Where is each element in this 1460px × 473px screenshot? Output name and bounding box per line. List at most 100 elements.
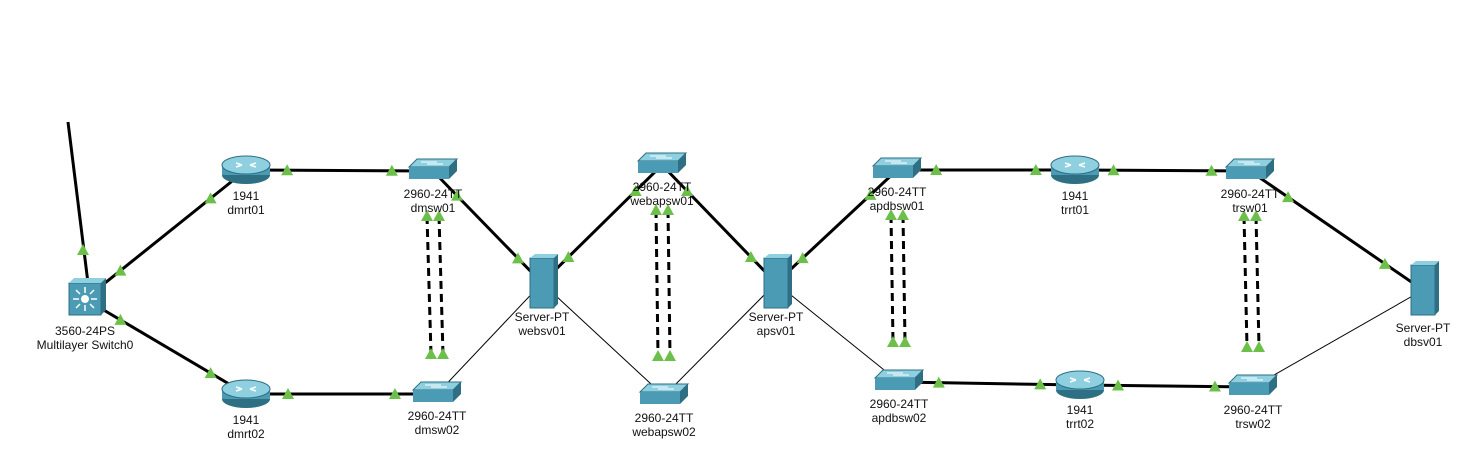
- device-websv01[interactable]: [529, 254, 558, 309]
- device-name-label: dmrt02: [227, 427, 265, 441]
- link-dmsw01-websv01: [431, 169, 544, 285]
- switch-icon: [1224, 158, 1276, 179]
- device-model-label: 2960-24TT: [632, 180, 692, 194]
- port-indicator-apdbsw02: [899, 336, 911, 347]
- port-indicator-apsv01: [796, 252, 809, 264]
- port-indicator-webapsw01: [629, 184, 642, 196]
- multilayer-switch-icon: [68, 278, 106, 316]
- dashed-link-apdbsw01-apdbsw02-1: [889, 214, 895, 343]
- port-indicator-dmrt01: [281, 164, 294, 176]
- device-name-label: trrt01: [1060, 203, 1090, 217]
- port-indicator-dmsw01: [433, 210, 445, 221]
- device-mls0[interactable]: [68, 278, 106, 316]
- switch-icon: [636, 152, 688, 173]
- port-indicator-apdbsw02: [887, 336, 899, 347]
- port-indicator-mls0-uplink: [77, 244, 89, 255]
- device-name-label: dmrt01: [227, 203, 265, 217]
- device-webapsw02[interactable]: [638, 383, 690, 404]
- port-indicator-dmsw01: [385, 164, 398, 176]
- link-dmrt01-dmsw01: [245, 168, 434, 173]
- device-dmrt02[interactable]: [221, 379, 271, 408]
- link-apdbsw02-trrt02: [898, 380, 1081, 387]
- dashed-link-webapsw01-webapsw02-1: [654, 209, 660, 357]
- dashed-link-dmsw01-dmsw02-1: [425, 215, 433, 355]
- link-apsv01-apdbsw01: [774, 168, 899, 285]
- port-indicators-layer: [77, 164, 1391, 399]
- device-name-label: webapsw01: [630, 194, 694, 208]
- device-dmrt01[interactable]: [221, 155, 271, 184]
- device-dmsw02[interactable]: [411, 381, 463, 402]
- switch-icon: [407, 158, 459, 179]
- device-model-label: 1941: [1061, 189, 1089, 203]
- device-model-label: 1941: [232, 189, 260, 203]
- link-trrt02-trsw02: [1079, 383, 1254, 389]
- device-trsw01[interactable]: [1224, 158, 1276, 179]
- link-mls0-dmrt01: [84, 168, 247, 301]
- port-indicator-apsv01: [744, 251, 757, 263]
- port-indicator-trsw02: [1241, 341, 1253, 352]
- device-apdbsw02[interactable]: [873, 369, 925, 390]
- device-name-label: dmsw01: [410, 201, 456, 215]
- device-name-label: apsv01: [756, 324, 796, 338]
- device-model-label: 2960-24TT: [869, 397, 929, 411]
- device-webapsw01[interactable]: [636, 152, 688, 173]
- device-model-label: Server-PT: [748, 310, 804, 324]
- devices-layer: [68, 152, 1439, 408]
- device-model-label: 1941: [1066, 403, 1094, 417]
- links-layer: [66, 121, 1424, 397]
- device-name-label: webapsw02: [632, 425, 696, 439]
- device-model-label: 2960-24TT: [634, 411, 694, 425]
- dashed-link-apdbsw01-apdbsw02-2: [901, 214, 907, 343]
- server-icon: [1410, 261, 1439, 316]
- port-indicator-webapsw01: [650, 204, 662, 215]
- port-indicator-trrt01: [1029, 164, 1042, 175]
- port-indicator-dmsw01: [450, 189, 463, 201]
- port-indicator-webapsw02: [664, 350, 676, 361]
- device-name-label: dmsw02: [414, 423, 460, 437]
- server-icon: [529, 254, 558, 309]
- link-trsw01-dbsv01: [1249, 169, 1424, 292]
- dashed-link-trsw01-trsw02-2: [1254, 215, 1261, 348]
- port-indicator-trsw01: [1238, 210, 1250, 221]
- router-icon: [1050, 155, 1100, 184]
- device-trrt02[interactable]: [1055, 370, 1105, 399]
- device-model-label: 2960-24TT: [407, 409, 467, 423]
- port-indicator-webapsw02: [652, 350, 664, 361]
- device-name-label: apdbsw02: [871, 411, 927, 425]
- device-model-label: 2960-24TT: [1220, 187, 1280, 201]
- router-icon: [221, 379, 271, 408]
- router-icon: [1055, 370, 1105, 399]
- port-indicator-apdbsw02: [932, 376, 945, 388]
- port-indicator-dmsw02: [388, 388, 401, 399]
- port-indicator-mls0: [114, 264, 127, 276]
- device-trsw02[interactable]: [1227, 374, 1279, 395]
- port-indicator-websv01: [512, 252, 525, 264]
- device-apdbsw01[interactable]: [871, 157, 923, 178]
- device-dmsw01[interactable]: [407, 158, 459, 179]
- device-apsv01[interactable]: [763, 254, 792, 309]
- device-dbsv01[interactable]: [1410, 261, 1439, 316]
- port-indicator-websv01: [562, 251, 575, 263]
- switch-icon: [1227, 374, 1279, 395]
- device-trrt01[interactable]: [1050, 155, 1100, 184]
- link-websv01-webapsw01: [540, 163, 664, 285]
- uplink-mls0: [66, 121, 90, 284]
- device-model-label: 2960-24TT: [867, 185, 927, 199]
- device-model-label: Server-PT: [1395, 321, 1451, 335]
- dashed-link-trsw01-trsw02-1: [1242, 215, 1249, 348]
- port-indicator-webapsw01: [681, 184, 694, 196]
- device-name-label: trsw02: [1235, 417, 1271, 431]
- dashed-link-dmsw01-dmsw02-2: [437, 215, 445, 355]
- port-indicator-apdbsw01: [897, 209, 909, 220]
